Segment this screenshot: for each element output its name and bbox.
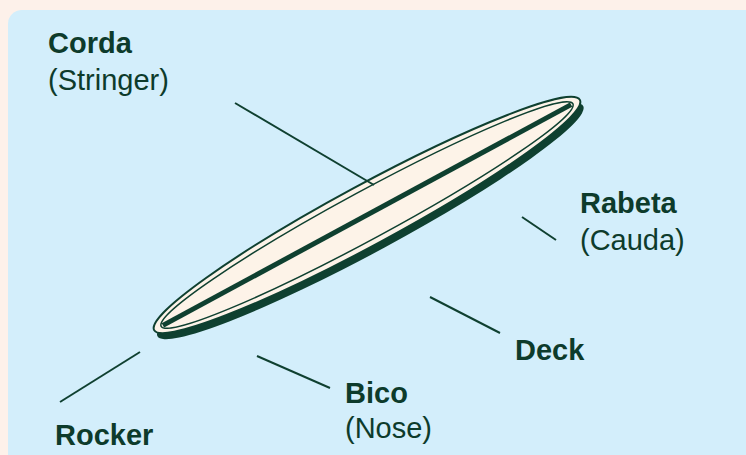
leader-line [60, 352, 140, 402]
leader-line [522, 217, 556, 240]
leader-lines [60, 103, 556, 402]
stringer-line [163, 105, 571, 326]
part-name: Corda [48, 26, 132, 60]
leader-line [257, 356, 330, 388]
part-subtitle: (Stringer) [48, 63, 169, 97]
board-rail [150, 83, 585, 348]
part-subtitle: (Nose) [345, 411, 432, 445]
part-name: Bico [345, 376, 408, 410]
part-name: Rabeta [580, 186, 677, 220]
leader-line [235, 103, 374, 185]
part-name: Rocker [55, 418, 153, 452]
part-subtitle: (Cauda) [580, 223, 685, 257]
part-name: Deck [515, 333, 584, 367]
board-body [140, 74, 594, 357]
surfboard [140, 74, 598, 363]
leader-line [430, 297, 500, 333]
